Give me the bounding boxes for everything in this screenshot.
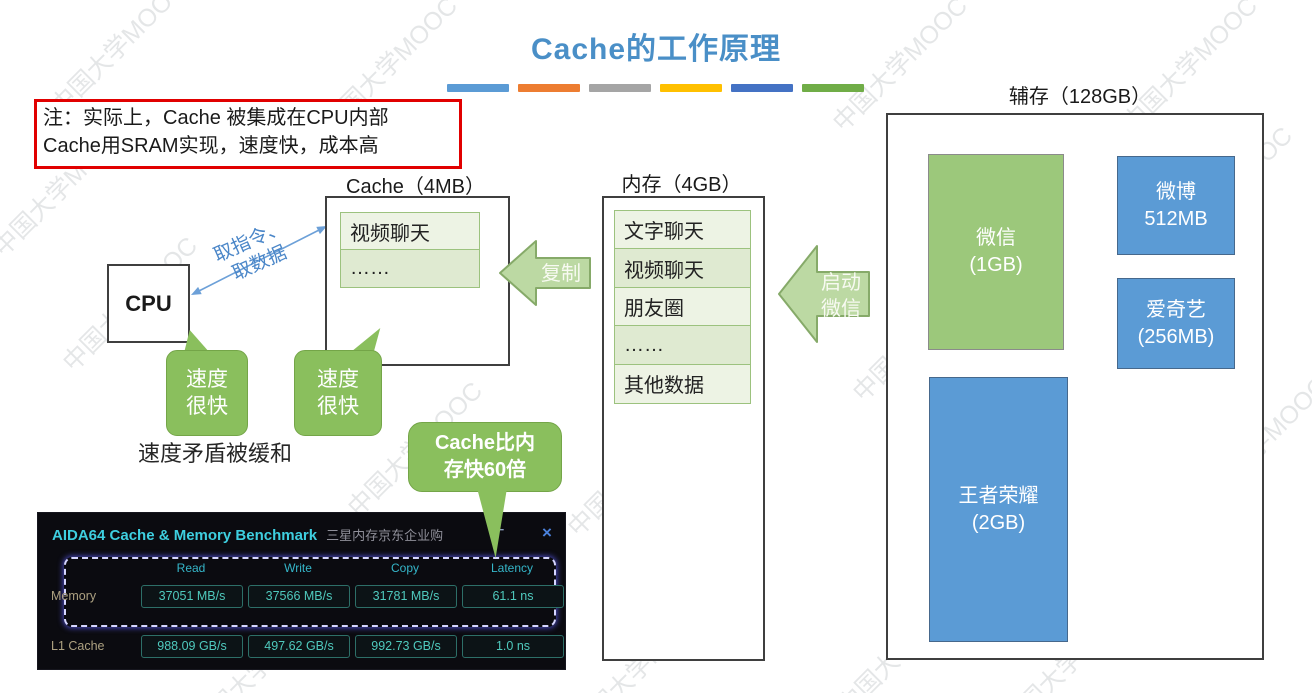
app-name: 爱奇艺	[1146, 298, 1206, 321]
launch-arrow-line1: 启动	[821, 271, 861, 294]
copy-arrow-label: 复制	[541, 262, 581, 285]
memory-cell: ……	[614, 325, 751, 365]
note-line-2: Cache用SRAM实现，速度快，成本高	[43, 135, 379, 157]
benchmark-value-cell: 61.1 ns	[462, 585, 564, 608]
cache-cell: 视频聊天	[340, 211, 480, 251]
app-size: 512MB	[1144, 207, 1208, 230]
benchmark-value-cell: 37566 MB/s	[248, 585, 350, 608]
benchmark-subtitle-text: 三星内存京东企业购	[326, 528, 444, 543]
benchmark-value-cell: 31781 MB/s	[355, 585, 457, 608]
launch-wechat-arrow: 启动 微信	[778, 245, 870, 343]
callout-line1: Cache比内	[434, 432, 536, 454]
benchmark-value-cell: 1.0 ns	[462, 635, 564, 658]
slide-title: Cache的工作原理	[530, 33, 782, 66]
memory-cell: 文字聊天	[614, 209, 751, 250]
divider-bar	[518, 84, 580, 92]
cache-box: 视频聊天 ……	[325, 196, 510, 366]
memory-cells: 文字聊天 视频聊天 朋友圈 …… 其他数据	[614, 209, 751, 404]
column-header-copy: Copy	[390, 561, 419, 575]
divider-bar	[731, 84, 793, 92]
benchmark-value-cell: 992.73 GB/s	[355, 635, 457, 658]
app-block-iqiyi: 爱奇艺 (256MB)	[1117, 278, 1235, 369]
caption-speed-conflict: 速度矛盾被缓和	[138, 441, 293, 466]
speed-bubble-cache: 速度 很快	[294, 350, 382, 436]
speed-bubble-line2: 很快	[317, 395, 359, 418]
benchmark-title-text: AIDA64 Cache & Memory Benchmark	[52, 527, 318, 544]
memory-box: 文字聊天 视频聊天 朋友圈 …… 其他数据	[602, 196, 765, 661]
cache-cells: 视频聊天 ……	[340, 211, 480, 288]
close-button[interactable]: ×	[542, 523, 552, 542]
app-block-weibo: 微博 512MB	[1117, 156, 1235, 255]
row-label-memory: Memory	[51, 589, 97, 603]
divider-bar	[802, 84, 864, 92]
launch-arrow-line2: 微信	[821, 297, 861, 320]
column-header-read: Read	[176, 561, 206, 575]
benchmark-value-cell: 497.62 GB/s	[248, 635, 350, 658]
note-line-1: 注：实际上，Cache 被集成在CPU内部	[43, 107, 389, 129]
note-box: 注：实际上，Cache 被集成在CPU内部 Cache用SRAM实现，速度快，成…	[34, 99, 462, 169]
storage-box: 微信 (1GB) 微博 512MB 爱奇艺 (256MB) 王者荣耀 (2GB)	[886, 113, 1264, 660]
callout-line2: 存快60倍	[443, 459, 527, 481]
storage-title: 辅存（128GB）	[1008, 86, 1152, 108]
app-size: (1GB)	[969, 254, 1023, 276]
app-name: 微博	[1156, 180, 1196, 203]
cpu-cache-arrow	[191, 226, 327, 295]
column-header-latency: Latency	[490, 561, 534, 575]
benchmark-value-cell: 37051 MB/s	[141, 585, 243, 608]
benchmark-value-cell: 988.09 GB/s	[141, 635, 243, 658]
speed-bubble-cpu: 速度 很快	[166, 350, 248, 436]
app-block-wechat: 微信 (1GB)	[928, 154, 1064, 350]
cache-cell: ……	[340, 249, 480, 288]
memory-cell: 视频聊天	[614, 248, 751, 288]
title-divider-bars	[447, 84, 864, 92]
benchmark-window-title: AIDA64 Cache & Memory Benchmark 三星内存京东企业购	[52, 525, 443, 544]
row-label-l1-cache: L1 Cache	[51, 639, 105, 653]
column-header-write: Write	[284, 561, 312, 575]
divider-bar	[447, 84, 509, 92]
cache-speed-callout: Cache比内 存快60倍	[408, 422, 562, 492]
cpu-box: CPU	[107, 264, 190, 343]
divider-bar	[589, 84, 651, 92]
cache-title: Cache（4MB）	[346, 176, 485, 198]
benchmark-window: AIDA64 Cache & Memory Benchmark 三星内存京东企业购…	[37, 512, 566, 670]
memory-title: 内存（4GB）	[621, 174, 742, 196]
memory-cell: 其他数据	[614, 363, 751, 404]
copy-arrow: 复制	[499, 240, 591, 306]
speed-bubble-line1: 速度	[186, 368, 228, 391]
app-block-honor-of-kings: 王者荣耀 (2GB)	[929, 377, 1068, 642]
app-name: 微信	[976, 227, 1016, 249]
divider-bar	[660, 84, 722, 92]
app-size: (256MB)	[1137, 325, 1215, 348]
memory-cell: 朋友圈	[614, 286, 751, 327]
speed-bubble-line1: 速度	[317, 368, 359, 391]
speed-bubble-line2: 很快	[186, 395, 228, 418]
app-size: (2GB)	[971, 511, 1026, 534]
cpu-label: CPU	[125, 290, 172, 316]
app-name: 王者荣耀	[958, 484, 1039, 507]
